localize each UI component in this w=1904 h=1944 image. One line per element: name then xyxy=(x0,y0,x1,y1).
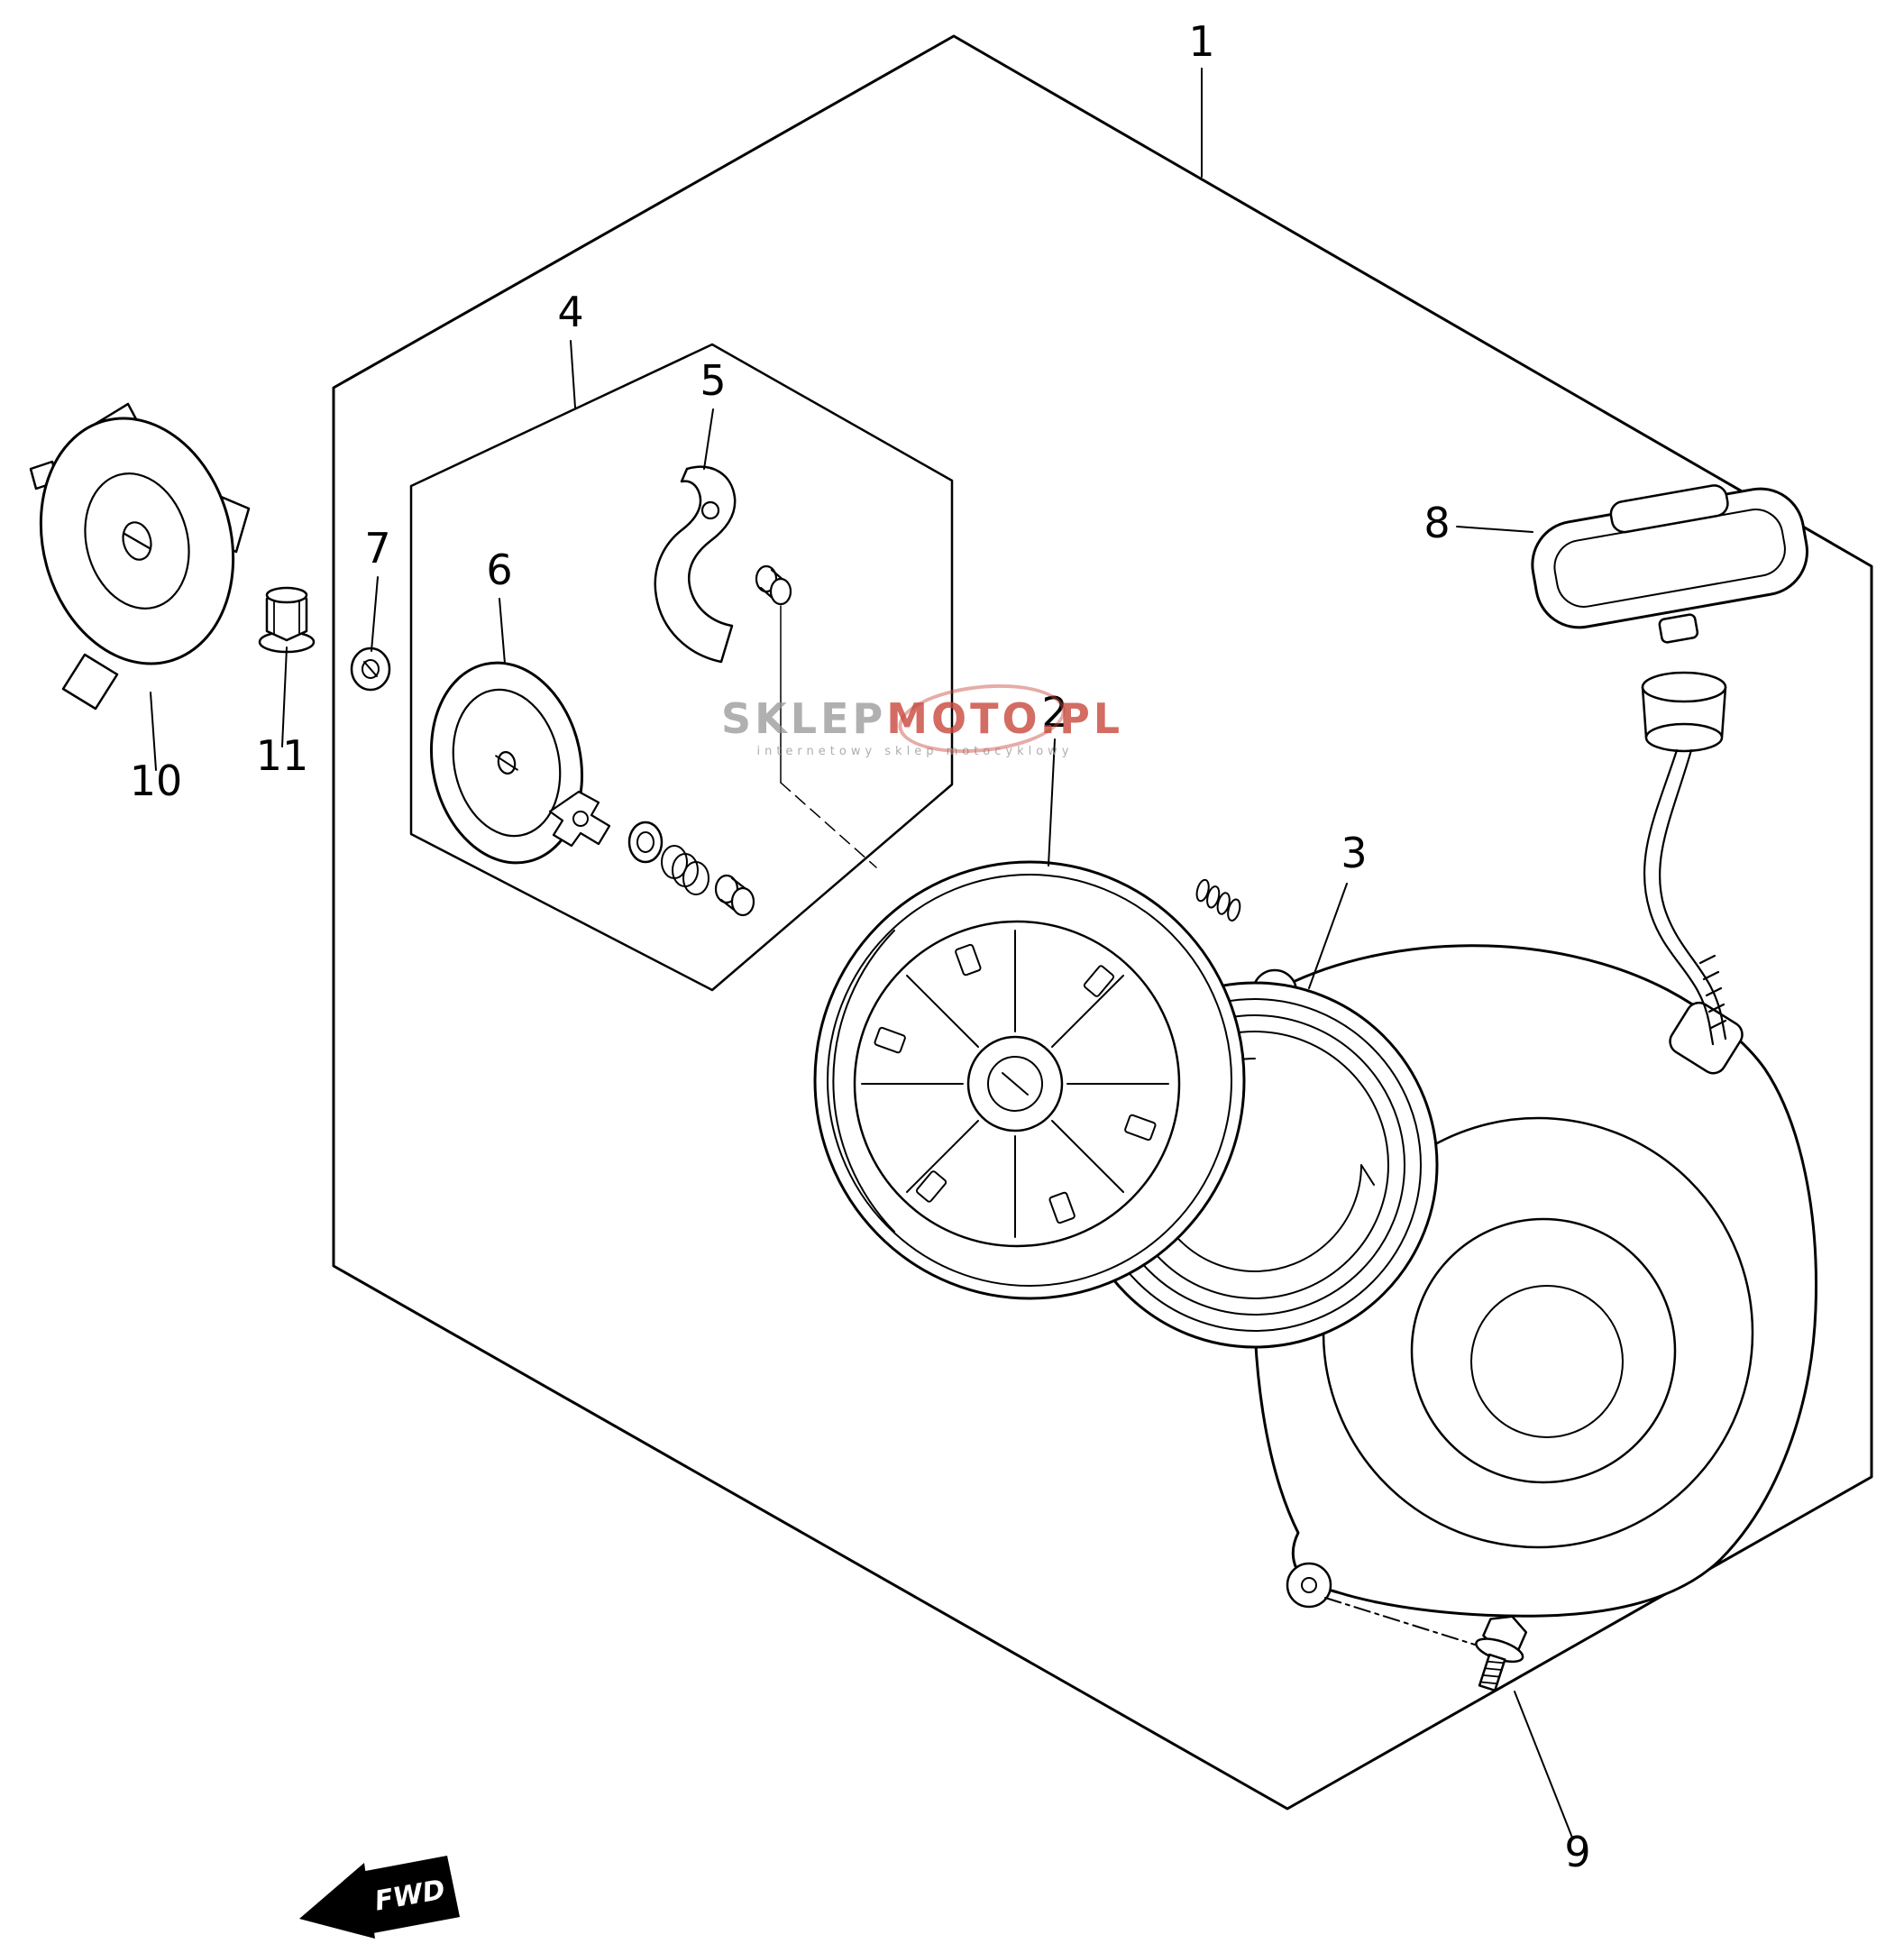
reel-depth-arc xyxy=(832,930,895,1233)
starter-cup xyxy=(29,402,251,711)
flange-bolt-9 xyxy=(1475,1615,1528,1692)
housing-recess-mid xyxy=(1410,1217,1677,1484)
rope-guide-bushing xyxy=(1641,671,1727,753)
housing-ear-bottom xyxy=(1286,1562,1332,1609)
part-callout-5: 5 xyxy=(700,356,726,405)
cup-lug-bottom xyxy=(61,653,119,711)
fwd-arrow-body xyxy=(361,1856,460,1933)
subassembly-box xyxy=(409,343,954,992)
part-callout-8: 8 xyxy=(1423,499,1450,547)
push-cap-7 xyxy=(350,646,391,692)
starter-rope xyxy=(1643,748,1727,1046)
handle-ferrule xyxy=(1658,613,1699,644)
starter-handle-8 xyxy=(1531,484,1809,1046)
small-spring xyxy=(661,845,709,895)
ratchet-guide xyxy=(548,790,611,848)
part-callout-2: 2 xyxy=(1041,688,1067,737)
fwd-arrow: FWD xyxy=(299,1856,460,1939)
part-callout-6: 6 xyxy=(486,546,512,594)
callout-leaders xyxy=(150,68,1573,1839)
return-coil xyxy=(1195,878,1241,922)
bolt-center-line xyxy=(1324,1597,1476,1646)
part-callout-11: 11 xyxy=(256,731,309,780)
part-callout-1: 1 xyxy=(1188,17,1214,66)
guide-hole xyxy=(572,811,589,827)
part-callout-7: 7 xyxy=(364,524,390,573)
ratchet-pawl-5 xyxy=(654,465,877,868)
housing-recess-inner xyxy=(1470,1285,1624,1438)
part-callout-10: 10 xyxy=(130,757,183,805)
assembly-boundary-box xyxy=(332,34,1873,1811)
reel-slots xyxy=(874,943,1157,1224)
part-callout-9: 9 xyxy=(1564,1828,1590,1876)
recoil-reel-2 xyxy=(813,860,1246,1300)
pin-axis-dash xyxy=(780,782,877,868)
friction-plate-6 xyxy=(429,661,755,917)
spacer-pin xyxy=(714,874,755,917)
part-callout-4: 4 xyxy=(557,288,583,336)
reel-spokes xyxy=(861,930,1169,1238)
washer xyxy=(627,821,664,864)
flange-nut-11 xyxy=(258,586,316,654)
part-callout-3: 3 xyxy=(1341,829,1367,877)
reel-hub-inner xyxy=(987,1056,1043,1112)
pawl-pin xyxy=(755,564,792,606)
fwd-arrow-head xyxy=(299,1863,375,1939)
